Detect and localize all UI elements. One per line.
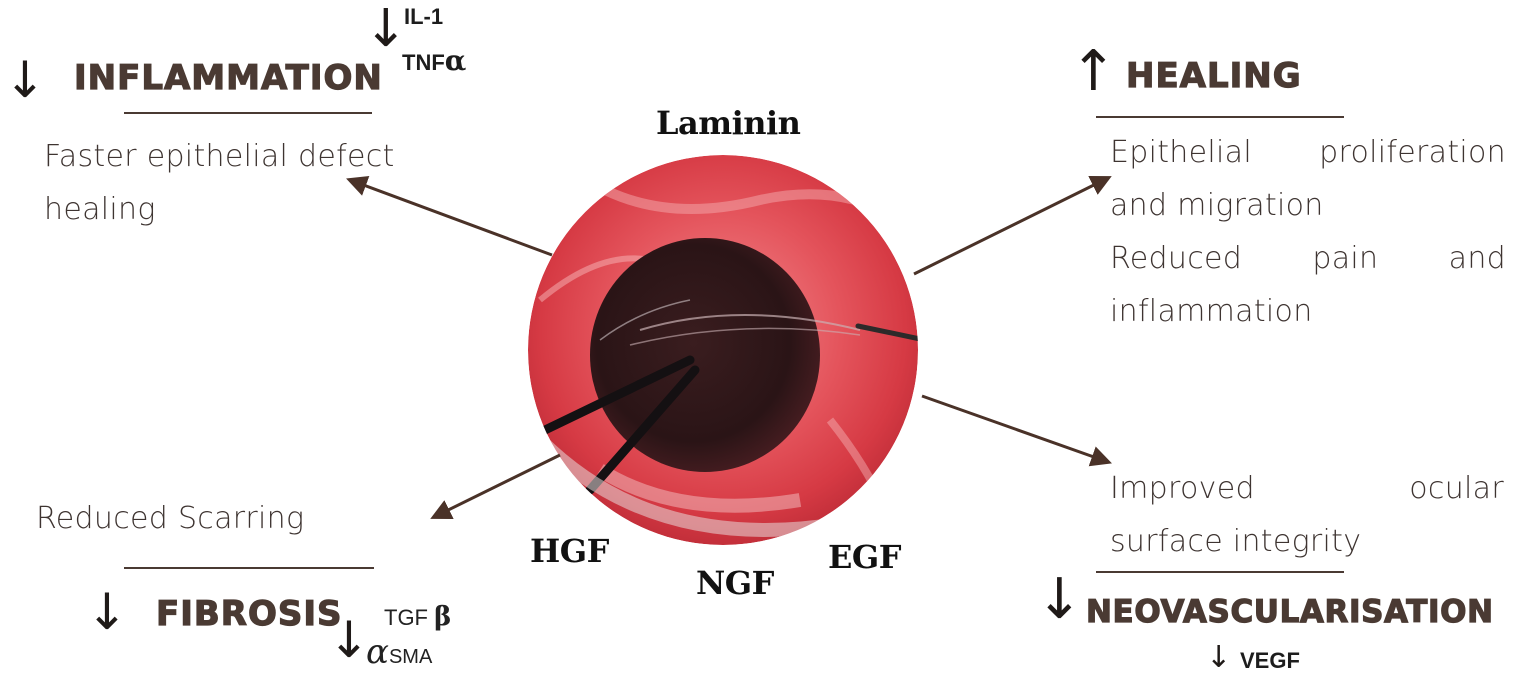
healing-heading: HEALING	[1125, 55, 1302, 96]
il1-label: IL-1	[404, 4, 444, 29]
inflammation-effect-text: Faster epithelial defect healing	[44, 130, 464, 236]
effect-line: Faster epithelial defect	[44, 139, 395, 174]
alpha-glyph: α	[366, 632, 389, 672]
decrease-arrow-icon: ↓	[4, 51, 46, 109]
effect-line: Improved ocular	[1110, 471, 1504, 506]
decrease-arrow-icon: ↓	[86, 583, 128, 641]
neovascularisation-effect-text: Improved ocular surface integrity	[1110, 462, 1504, 568]
effect-line: Reduced pain and	[1110, 241, 1506, 276]
fibrosis-effect-text: Reduced Scarring	[36, 501, 305, 536]
effect-line: surface integrity	[1110, 524, 1362, 559]
laminin-label: Laminin	[656, 104, 801, 142]
connector-arrow-top-left	[346, 176, 553, 257]
connector-arrow-bottom-right	[921, 394, 1112, 467]
vegf-label: VEGF	[1240, 648, 1300, 673]
sma-suffix: SMA	[388, 646, 433, 668]
tgf-beta-label: TGF β	[384, 602, 451, 632]
tnf-prefix: TNF	[402, 50, 445, 75]
neovascularisation-heading: NEOVASCULARISATION	[1085, 593, 1494, 630]
decrease-arrow-icon: ↓	[1206, 640, 1232, 675]
connector-arrow-top-right	[913, 176, 1112, 276]
beta-glyph: β	[434, 602, 452, 632]
tgf-prefix: TGF	[384, 605, 428, 630]
healing-effect-text: Epithelial proliferation and migration R…	[1110, 126, 1506, 338]
fibrosis-heading: FIBROSIS	[155, 593, 343, 634]
egf-label: EGF	[828, 538, 901, 576]
ngf-label: NGF	[696, 564, 774, 602]
hgf-label: HGF	[530, 532, 609, 570]
effect-line: and migration	[1110, 188, 1324, 223]
fibrosis-underline	[124, 567, 374, 569]
alpha-glyph: α	[444, 44, 467, 77]
alpha-sma-label: αSMA	[366, 632, 432, 672]
increase-arrow-icon: ↑	[1070, 39, 1117, 104]
decrease-arrow-icon: ↓	[1036, 567, 1083, 632]
neovascularisation-underline	[1096, 571, 1344, 573]
inflammation-heading: INFLAMMATION	[73, 57, 383, 98]
tnf-alpha-label: TNFα	[402, 44, 466, 77]
effect-line: inflammation	[1110, 294, 1313, 329]
effect-line: healing	[44, 192, 156, 227]
decrease-arrow-icon: ↓	[364, 0, 408, 59]
inflammation-underline	[124, 112, 372, 114]
healing-underline	[1096, 116, 1344, 118]
decrease-arrow-icon: ↓	[328, 611, 370, 669]
effect-line: Epithelial proliferation	[1110, 135, 1506, 170]
eye-photo	[528, 155, 918, 545]
connector-arrow-bottom-left	[430, 453, 561, 520]
